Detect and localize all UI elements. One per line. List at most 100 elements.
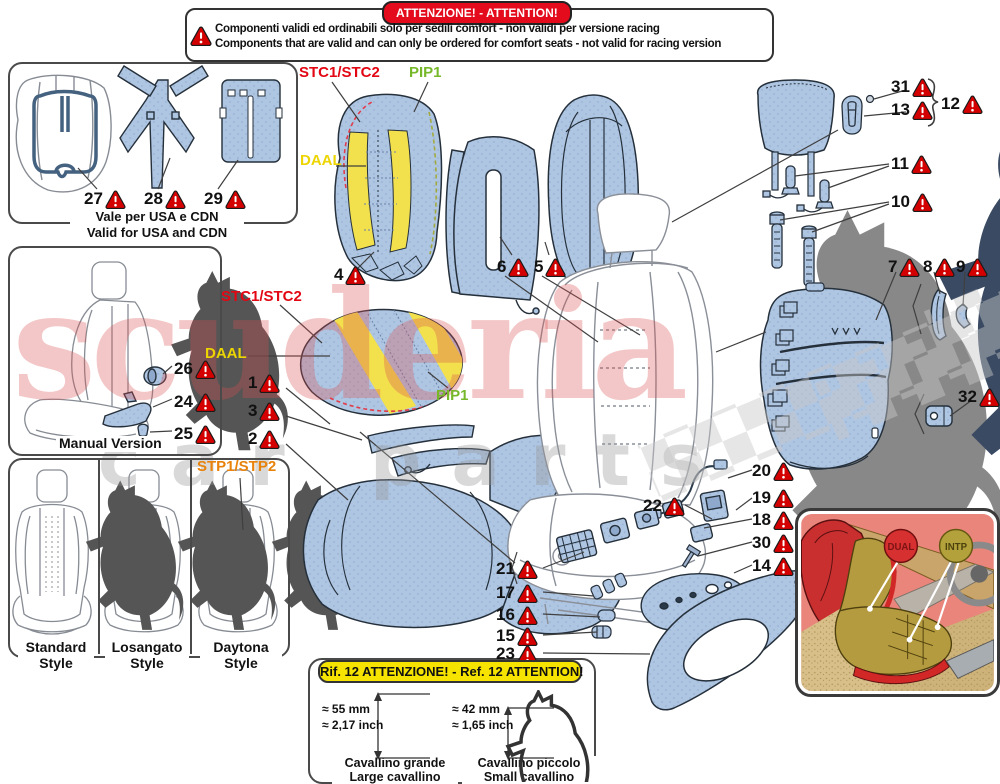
callout-30[interactable]: 30: [752, 533, 794, 553]
callout-1[interactable]: 1: [248, 373, 280, 393]
label-daal-top: DAAL: [300, 152, 342, 169]
callout-22[interactable]: 22: [643, 496, 685, 516]
callout-5[interactable]: 5: [534, 257, 566, 277]
callout-16[interactable]: 16: [496, 605, 538, 625]
styles-divider-1: [98, 458, 100, 654]
warning-icon: [912, 78, 933, 97]
callout-29[interactable]: 29: [204, 189, 246, 209]
part-16-grommet: [597, 609, 616, 622]
inset-scene: DUAL INTP: [801, 514, 994, 691]
callout-13[interactable]: 13: [891, 100, 933, 120]
label-stp: STP1/STP2: [197, 458, 277, 475]
callout-3[interactable]: 3: [248, 401, 280, 421]
warning-icon: [195, 393, 216, 412]
callout-7[interactable]: 7: [888, 257, 920, 277]
svg-text:INTP: INTP: [945, 542, 968, 553]
label-stc-top: STC1/STC2: [299, 64, 380, 81]
label-stc-mid: STC1/STC2: [221, 288, 302, 305]
warning-icon: [773, 534, 794, 553]
usa-caption-en: Valid for USA and CDN: [62, 225, 252, 241]
warning-icon: [962, 95, 983, 114]
warning-icon: [508, 258, 529, 277]
manual-seat-lineart: [24, 261, 154, 444]
part-7-back-panel: [759, 282, 893, 470]
callout-2[interactable]: 2: [248, 429, 280, 449]
warning-icon: [899, 258, 920, 277]
part-28-frame: [117, 65, 209, 189]
part-29-panel: [219, 79, 283, 163]
warning-icon: [934, 258, 955, 277]
callout-21[interactable]: 21: [496, 559, 538, 579]
part-31-pin: [865, 94, 875, 104]
callout-25[interactable]: 25: [174, 424, 216, 444]
warning-icon: [517, 627, 538, 646]
badge-dual: DUAL: [883, 528, 919, 564]
callout-17[interactable]: 17: [496, 583, 538, 603]
callout-11[interactable]: 11: [891, 154, 932, 174]
style-seat-standard: [12, 469, 92, 635]
callout-26[interactable]: 26: [174, 359, 216, 379]
callout-28[interactable]: 28: [144, 189, 186, 209]
badge-intp: INTP: [938, 528, 974, 564]
part-23-side-trim: [646, 570, 812, 711]
part-3-trim-strips: [367, 424, 491, 477]
warning-icon: [517, 606, 538, 625]
warning-icon: [517, 584, 538, 603]
warning-icon: [773, 511, 794, 530]
warning-icon: [967, 258, 988, 277]
warning-icon: [773, 489, 794, 508]
callout-24[interactable]: 24: [174, 392, 216, 412]
cavallino-large-drawing: [508, 692, 592, 782]
warning-icon: [979, 388, 1000, 407]
part-4-backrest-cover: [334, 93, 443, 282]
interior-inset-photo: DUAL INTP: [795, 508, 1000, 697]
callout-10[interactable]: 10: [891, 192, 933, 212]
warning-icon: [664, 497, 685, 516]
callout-18[interactable]: 18: [752, 510, 794, 530]
callout-8[interactable]: 8: [923, 257, 955, 277]
warning-icon: [545, 258, 566, 277]
callout-27[interactable]: 27: [84, 189, 126, 209]
style-seats: [12, 469, 369, 635]
callout-9[interactable]: 9: [956, 257, 988, 277]
callout-32[interactable]: 32: [958, 387, 1000, 407]
ref12-artwork: [374, 658, 592, 782]
warning-icon: [911, 155, 932, 174]
warning-icon: [912, 193, 933, 212]
callout-12[interactable]: 12: [941, 94, 983, 114]
part-32-bracket: [925, 405, 953, 427]
warning-icon: [195, 425, 216, 444]
usa-caption-it: Vale per USA e CDN: [70, 209, 244, 225]
part-10-posts: [769, 211, 817, 287]
callout-15[interactable]: 15: [496, 626, 538, 646]
callout-19[interactable]: 19: [752, 488, 794, 508]
ref12-small-inch: ≈ 1,65 inch: [452, 718, 514, 732]
warning-icon: [773, 557, 794, 576]
callout-6[interactable]: 6: [497, 257, 529, 277]
part-27-seat-frame: [15, 74, 112, 193]
part-1-cushion-cover: [299, 308, 463, 416]
warning-icon: [105, 190, 126, 209]
warning-icon: [225, 190, 246, 209]
banner-text-italian: Componenti validi ed ordinabili solo per…: [215, 23, 660, 35]
ref12-small-mm: ≈ 42 mm: [452, 702, 500, 716]
callout-14[interactable]: 14: [752, 556, 794, 576]
part-11-guide-sleeves: [762, 165, 834, 213]
callout-20[interactable]: 20: [752, 461, 794, 481]
warning-icon: [190, 26, 212, 46]
callout-23[interactable]: 23: [496, 644, 538, 664]
ref12-small-caption: Cavallino piccolo Small cavallino: [462, 756, 596, 784]
part-24-handle: [102, 391, 152, 428]
callout-31[interactable]: 31: [891, 77, 933, 97]
attention-banner-title: ATTENZIONE! - ATTENTION!: [382, 1, 572, 25]
warning-icon: [912, 101, 933, 120]
label-pip-mid: PIP1: [436, 387, 469, 404]
callout-4[interactable]: 4: [334, 265, 366, 285]
warning-icon: [345, 266, 366, 285]
styles-divider-2: [190, 458, 192, 654]
part-25-clip: [137, 423, 149, 437]
manual-version-caption: Manual Version: [56, 435, 165, 452]
warning-icon: [517, 560, 538, 579]
ref12-large-mm: ≈ 55 mm: [322, 702, 370, 716]
